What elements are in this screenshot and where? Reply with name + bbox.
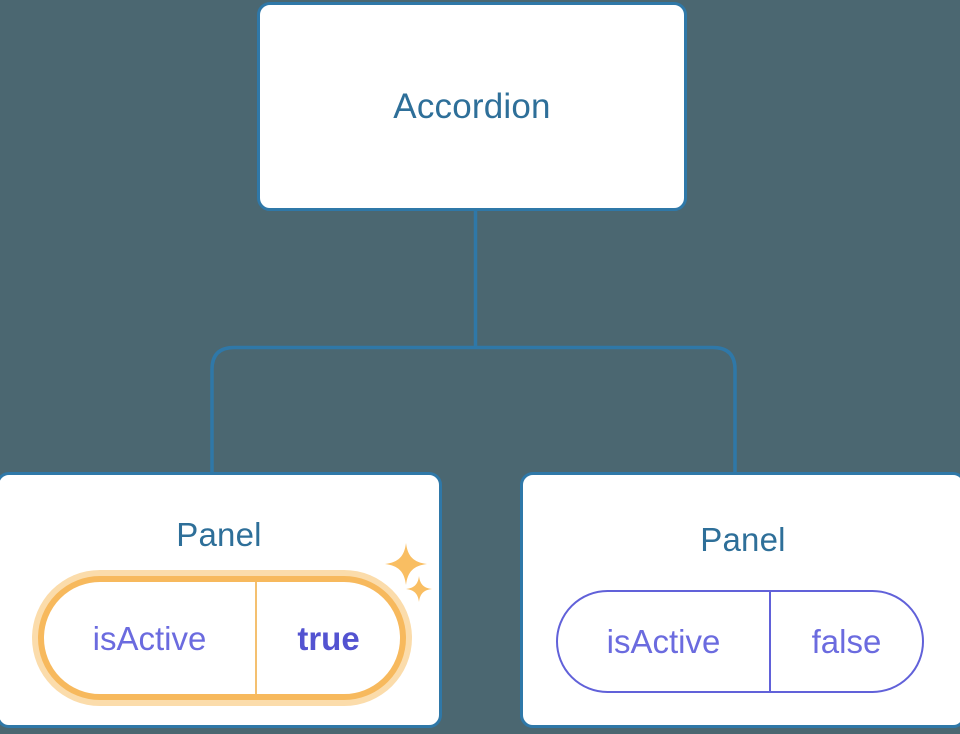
prop-key-label: isActive [558, 592, 771, 691]
sparkle-icon-large [385, 543, 427, 585]
connector-branch-left [210, 345, 476, 472]
prop-value-label: false [811, 623, 882, 660]
prop-key-label: isActive [44, 582, 257, 694]
sparkle-icon-small [406, 576, 432, 602]
node-panel-right-title: Panel [700, 521, 786, 558]
prop-pill-is-active-false[interactable]: isActive false [556, 590, 924, 693]
node-panel-left-title: Panel [176, 516, 262, 553]
connector-branch-right [475, 345, 737, 472]
node-accordion[interactable]: Accordion [257, 2, 687, 211]
node-accordion-title: Accordion [393, 87, 551, 126]
prop-value-label: true [297, 619, 360, 657]
prop-pill-is-active-true[interactable]: isActive true [38, 576, 406, 700]
